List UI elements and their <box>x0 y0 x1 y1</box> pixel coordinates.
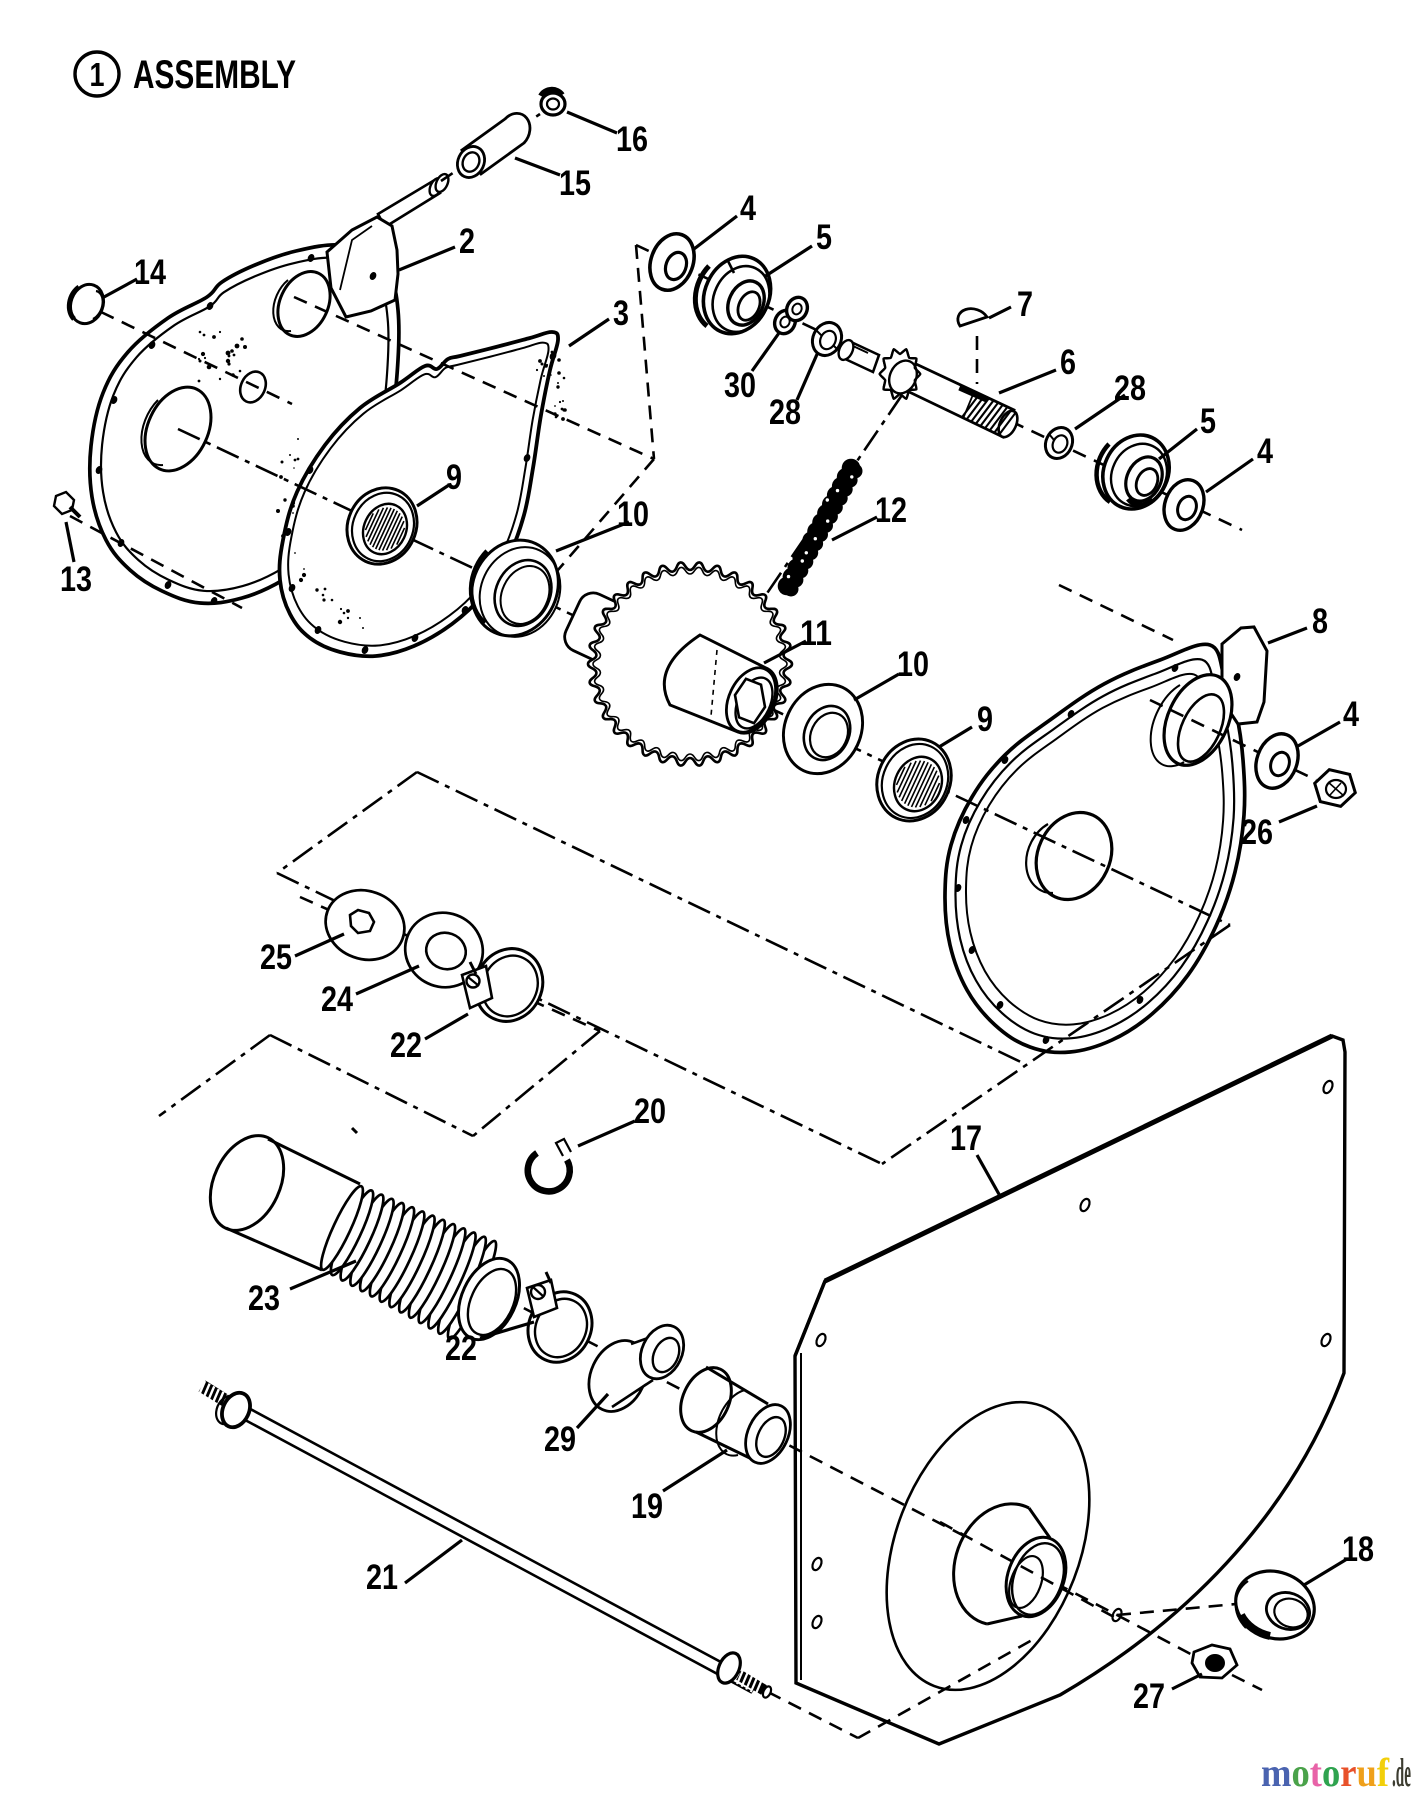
svg-text:10: 10 <box>617 495 649 534</box>
svg-text:25: 25 <box>260 938 292 977</box>
svg-text:.de: .de <box>1392 1750 1411 1795</box>
svg-text:15: 15 <box>559 164 591 203</box>
svg-text:16: 16 <box>616 120 648 159</box>
svg-text:17: 17 <box>950 1119 982 1158</box>
svg-text:13: 13 <box>60 560 92 599</box>
svg-text:4: 4 <box>740 189 756 228</box>
svg-text:22: 22 <box>390 1026 422 1065</box>
svg-text:9: 9 <box>446 458 462 497</box>
svg-text:18: 18 <box>1342 1530 1374 1569</box>
svg-text:30: 30 <box>724 366 756 405</box>
svg-text:20: 20 <box>634 1092 666 1131</box>
svg-text:28: 28 <box>769 393 801 432</box>
svg-text:2: 2 <box>459 222 475 261</box>
svg-text:28: 28 <box>1114 369 1146 408</box>
svg-text:22: 22 <box>445 1329 477 1368</box>
svg-text:1: 1 <box>90 56 105 93</box>
svg-text:8: 8 <box>1312 602 1328 641</box>
svg-text:5: 5 <box>816 218 832 257</box>
svg-text:10: 10 <box>897 645 929 684</box>
svg-text:4: 4 <box>1343 695 1359 734</box>
svg-text:23: 23 <box>248 1279 280 1318</box>
svg-text:29: 29 <box>544 1420 576 1459</box>
svg-text:21: 21 <box>366 1558 398 1597</box>
svg-text:3: 3 <box>613 294 629 333</box>
svg-text:26: 26 <box>1241 813 1273 852</box>
svg-text:ASSEMBLY: ASSEMBLY <box>133 53 296 97</box>
svg-text:11: 11 <box>800 614 832 653</box>
svg-text:27: 27 <box>1133 1677 1165 1716</box>
svg-text:7: 7 <box>1017 285 1033 324</box>
svg-text:5: 5 <box>1200 402 1216 441</box>
svg-text:14: 14 <box>134 253 166 292</box>
svg-text:12: 12 <box>875 491 907 530</box>
svg-text:motoruf: motoruf <box>1261 1750 1390 1795</box>
svg-text:19: 19 <box>631 1487 663 1526</box>
svg-text:24: 24 <box>321 980 353 1019</box>
svg-text:9: 9 <box>977 700 993 739</box>
svg-text:6: 6 <box>1060 343 1076 382</box>
svg-text:4: 4 <box>1257 432 1273 471</box>
